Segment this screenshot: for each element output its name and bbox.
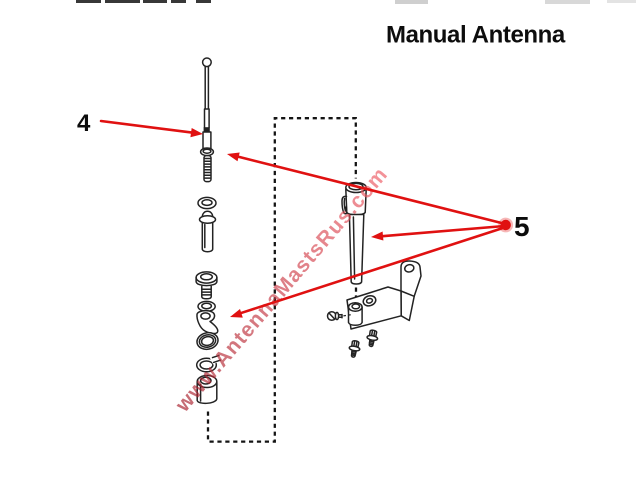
insulator-sleeve: [198, 210, 217, 253]
callout-arrowheads: [190, 128, 514, 318]
antenna-mast-drawing: [199, 57, 215, 183]
tube-clip: [341, 195, 348, 215]
flanged-nut: [195, 271, 218, 300]
mast-thin-rod: [203, 65, 210, 110]
bracket-tab-hole: [404, 263, 415, 273]
bracket-boss-cylinder: [347, 302, 363, 327]
tube-clip-slot: [344, 206, 348, 210]
top-edge-artifacts: [76, 0, 636, 4]
arrowhead-part5-upper: [227, 152, 240, 162]
arrowhead-part5-middle: [371, 231, 384, 241]
o-ring-washer: [197, 196, 217, 210]
page-title: Manual Antenna: [386, 22, 566, 49]
snap-ring: [195, 353, 223, 373]
callout-graphics: [99, 119, 506, 315]
arrowhead-part5-lower: [230, 309, 243, 318]
bracket-plate-washer: [362, 294, 377, 307]
mast-mid-segment: [203, 108, 210, 128]
part-label-4: 4: [77, 110, 91, 137]
mast-joint-band: [203, 127, 210, 132]
leader-line-part4: [99, 119, 194, 134]
part-label-5: 5: [514, 211, 530, 242]
bracket-top-tab: [400, 260, 422, 298]
flat-washer: [197, 300, 216, 313]
bezel-ring: [196, 331, 219, 351]
base-bushing: [196, 374, 218, 405]
callout-dot: [500, 219, 511, 231]
body-grommet: [196, 309, 219, 335]
mounting-bracket-drawing: [326, 260, 422, 358]
mast-tip-ball: [201, 57, 212, 68]
arrowhead-part4: [190, 128, 203, 138]
mounting-screw-upper: [366, 329, 379, 348]
set-screw: [326, 310, 352, 322]
bracket-side-flange: [400, 290, 415, 322]
leader-line-part5-lower: [239, 226, 506, 315]
mast-tube-assembly-drawing: [341, 181, 367, 285]
mast-lower-tube: [202, 131, 212, 150]
spacer-parts-column: [195, 196, 223, 405]
assembly-outline-dashed: [206, 117, 357, 443]
leader-line-part5-middle: [381, 224, 506, 238]
leader-line-part5-upper: [236, 155, 505, 225]
mounting-screw-lower: [348, 340, 361, 358]
